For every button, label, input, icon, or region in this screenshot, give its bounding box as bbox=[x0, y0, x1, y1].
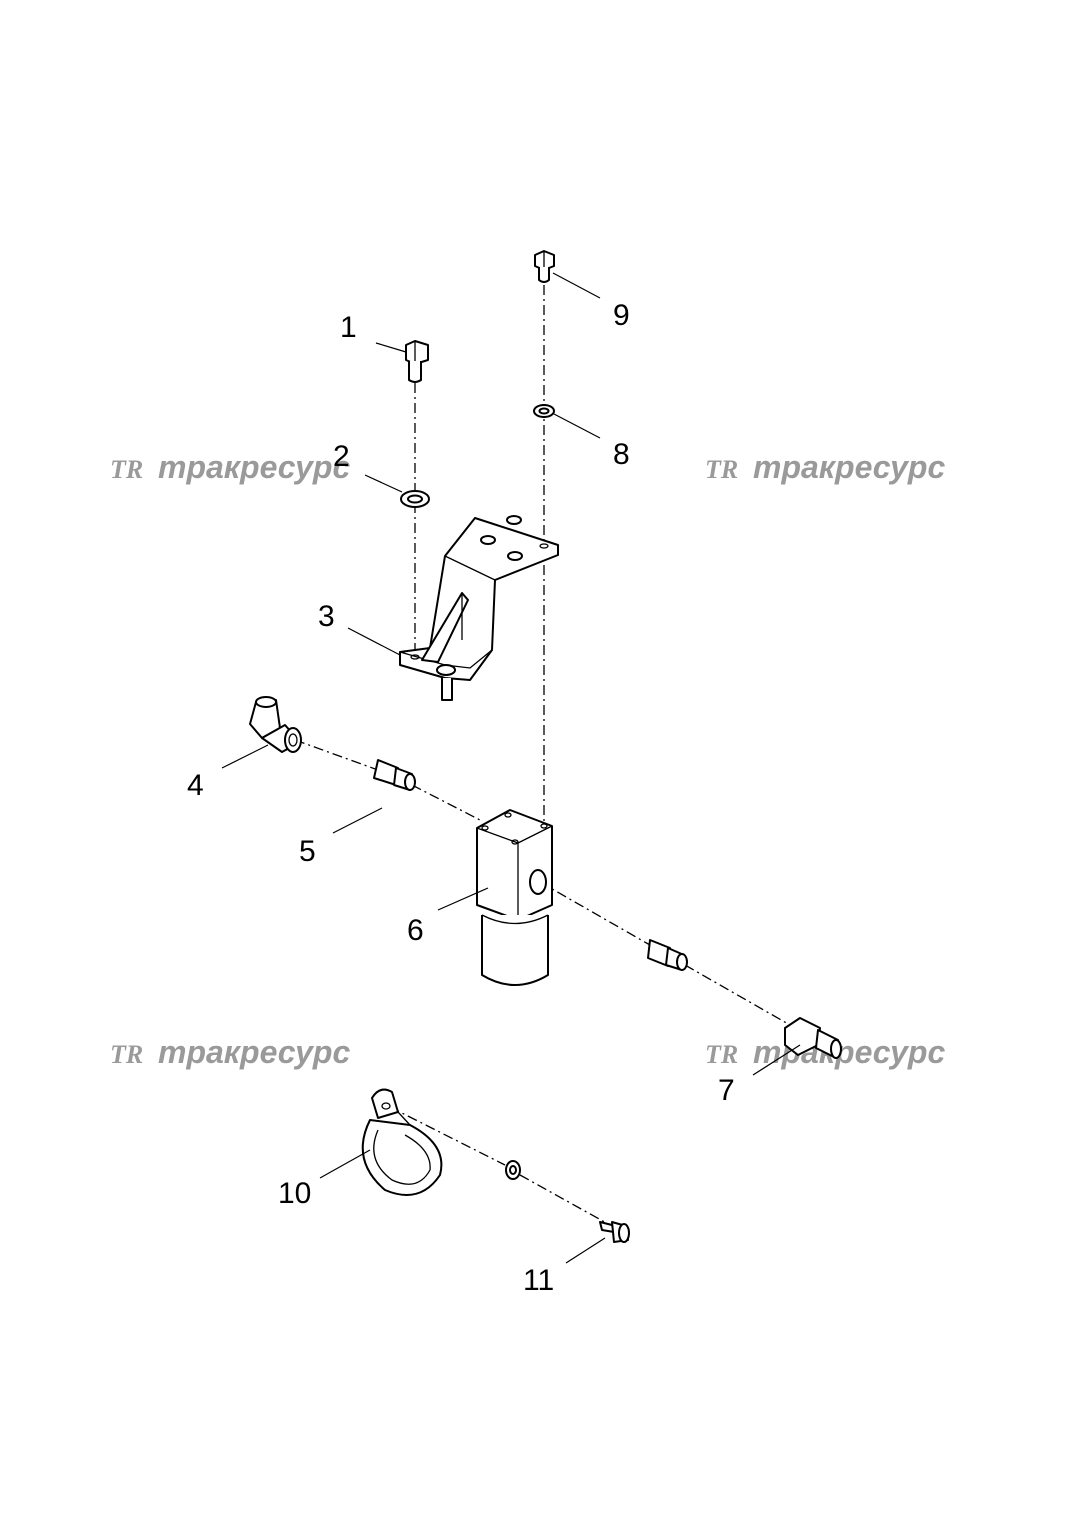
watermark-bottom-left: TR тракресурс bbox=[110, 1034, 350, 1070]
callout-3: 3 bbox=[318, 600, 335, 633]
part-3-bracket bbox=[399, 515, 559, 701]
part-5-straight-fitting bbox=[373, 759, 416, 791]
callout-2: 2 bbox=[333, 440, 350, 473]
callout-6: 6 bbox=[407, 914, 424, 947]
watermark-logo: TR bbox=[705, 1040, 738, 1069]
callout-labels: 1 2 3 4 5 6 7 8 9 10 11 bbox=[187, 299, 735, 1297]
part-2-washer bbox=[400, 490, 430, 508]
callout-10: 10 bbox=[278, 1177, 311, 1210]
part-11-bolt bbox=[599, 1221, 630, 1243]
part-10-clamp bbox=[361, 1088, 443, 1196]
callout-8: 8 bbox=[613, 438, 630, 471]
watermark-top-right: TR тракресурс bbox=[705, 449, 945, 485]
part-1-bolt bbox=[405, 340, 429, 383]
filter-outlet-fitting bbox=[647, 939, 688, 971]
watermark-text: тракресурс bbox=[753, 1034, 945, 1070]
callout-9: 9 bbox=[613, 299, 630, 332]
leader-lines bbox=[221, 272, 801, 1264]
watermark-logo: TR bbox=[705, 455, 738, 484]
part-7-fitting bbox=[784, 1017, 842, 1059]
watermark-text: тракресурс bbox=[158, 449, 350, 485]
callout-4: 4 bbox=[187, 769, 204, 802]
part-6-filter bbox=[476, 809, 553, 986]
callout-11: 11 bbox=[523, 1264, 554, 1297]
callout-1: 1 bbox=[340, 311, 357, 344]
watermark-text: тракресурс bbox=[753, 449, 945, 485]
watermark-text: тракресурс bbox=[158, 1034, 350, 1070]
part-4-elbow-fitting bbox=[249, 696, 302, 753]
watermark-logo: TR bbox=[110, 455, 143, 484]
callout-5: 5 bbox=[299, 835, 316, 868]
callout-7: 7 bbox=[718, 1074, 735, 1107]
watermark-top-left: TR тракресурс bbox=[110, 449, 350, 485]
clamp-washer bbox=[505, 1160, 521, 1180]
center-lines bbox=[294, 285, 791, 1226]
part-8-washer bbox=[533, 404, 555, 418]
watermark-logo: TR bbox=[110, 1040, 143, 1069]
part-9-bolt bbox=[534, 250, 555, 283]
